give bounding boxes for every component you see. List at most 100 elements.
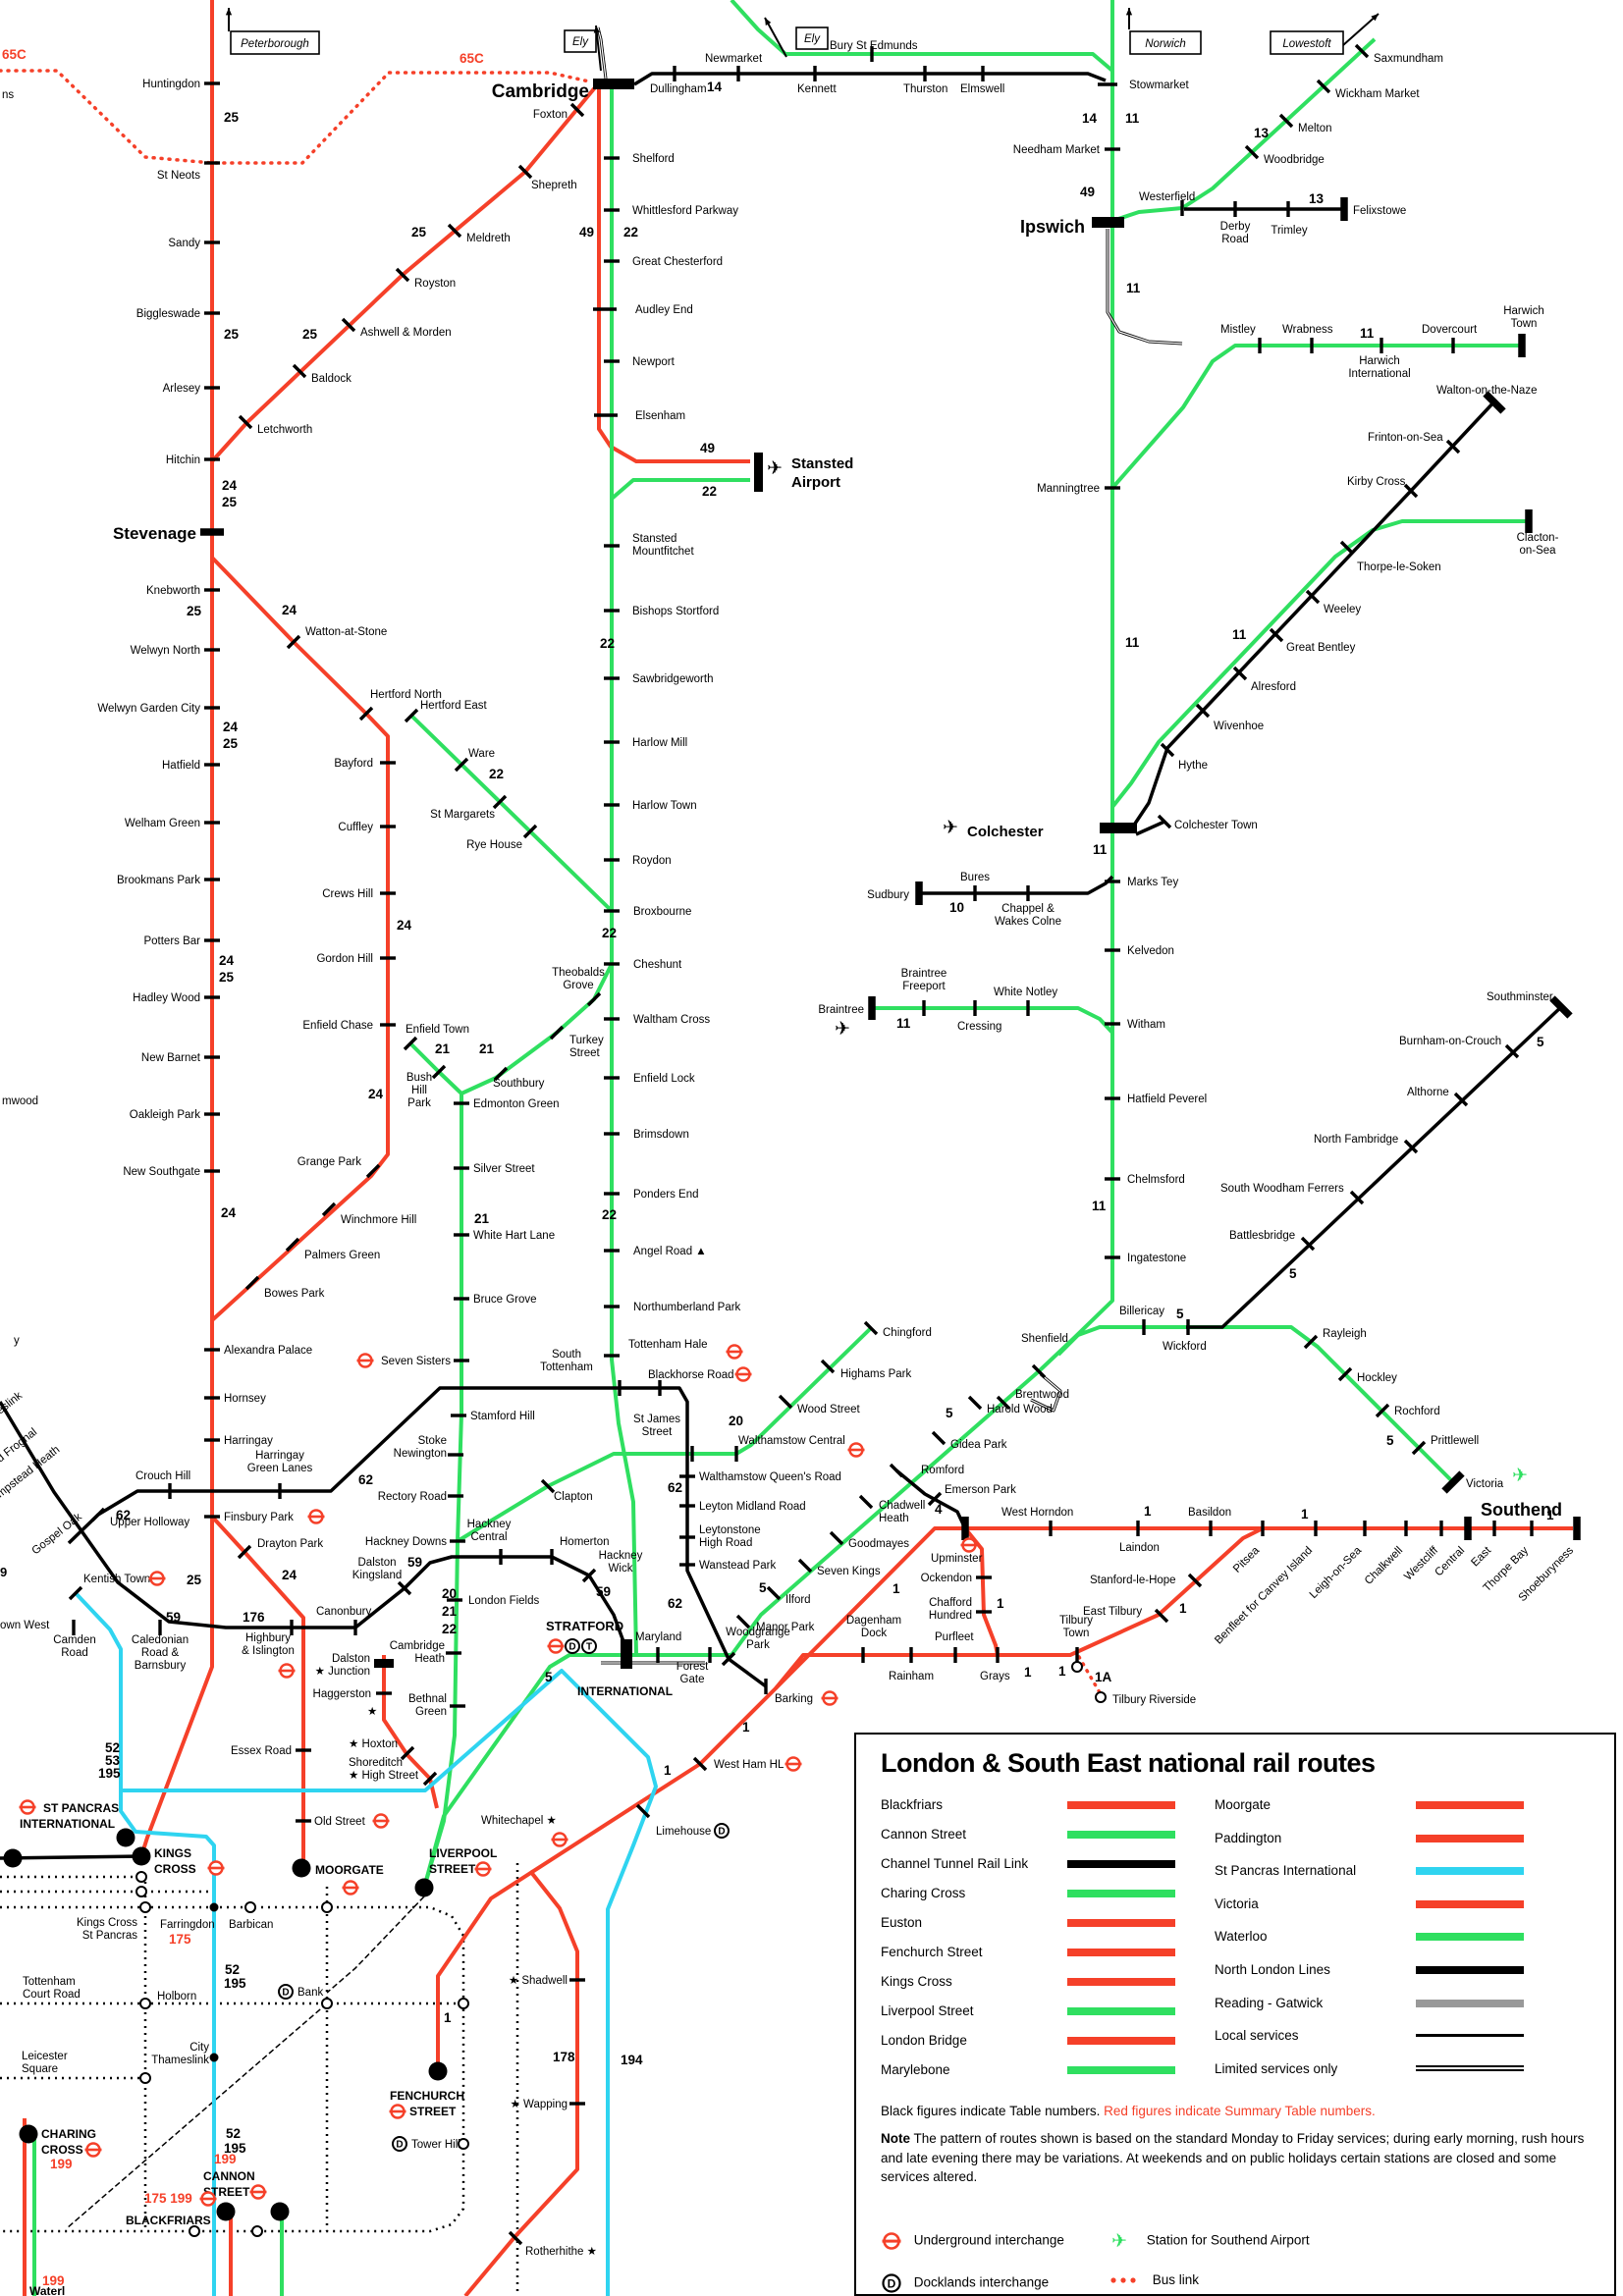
table-number: 25 (222, 495, 238, 509)
station-tick (1441, 1470, 1465, 1494)
station-label: Ware (468, 748, 495, 760)
station-label: Rye House (466, 839, 522, 851)
bus-link-label: Bus link (1152, 2272, 1200, 2287)
station-tick (493, 1066, 509, 1082)
interchange-circle (139, 1998, 151, 2009)
rail-line (919, 875, 1114, 895)
direction-arrow-head (1371, 14, 1379, 22)
station-label: Knebworth (146, 585, 200, 597)
station-label: Hertford North (370, 689, 442, 701)
station-label: Colchester Town (1174, 820, 1258, 831)
station-label: New Barnet (141, 1052, 201, 1064)
station-tick (1411, 1440, 1427, 1456)
station-label: London Fields (468, 1595, 539, 1607)
station-tick (1316, 79, 1331, 94)
station-label: Alexandra Palace (224, 1345, 312, 1357)
terminal-dot (3, 1848, 23, 1868)
station-label: Burnham-on-Crouch (1399, 1036, 1501, 1047)
station-label: Braintree (818, 1004, 864, 1016)
station-tick (1031, 1363, 1047, 1379)
station-label: Felixstowe (1353, 205, 1406, 217)
table-number: 22 (602, 1207, 617, 1222)
destination-box-label: Lowestoft (1282, 38, 1331, 50)
station-tick (927, 1491, 943, 1507)
station-tick (1337, 1366, 1353, 1382)
station-tick (931, 1430, 947, 1446)
map-text: CROSS (154, 1862, 196, 1876)
station-label: Upminster (931, 1553, 983, 1565)
map-text: Colchester (967, 824, 1044, 840)
terminal-bar (621, 1639, 632, 1669)
station-tick (1303, 1334, 1319, 1350)
table-number: 21 (442, 1604, 458, 1619)
rail-line (1110, 519, 1529, 809)
station-label: Harringay (224, 1435, 273, 1447)
legend-item-label: Euston (881, 1915, 923, 1930)
station-label: Hatfield Peverel (1127, 1094, 1207, 1105)
rail-line (210, 84, 598, 463)
table-number: 21 (474, 1211, 490, 1226)
station-tick (858, 1494, 874, 1510)
rail-line (894, 1468, 967, 1529)
legend-item-swatch (1416, 1966, 1524, 1974)
docklands-letter: D (282, 1988, 289, 1999)
legend-item-swatch (1067, 1831, 1175, 1839)
station-label: Kentish Town (83, 1574, 150, 1585)
table-number: 59 (166, 1610, 181, 1625)
station-label: Bowes Park (264, 1288, 325, 1300)
station-label: ★ Hoxton (349, 1738, 398, 1750)
direction-arrow-head (1125, 8, 1133, 16)
legend-item: Moorgate (1215, 1797, 1539, 1813)
table-number: 22 (702, 484, 717, 499)
terminal-bar (754, 453, 763, 492)
table-number: 52 (105, 1740, 120, 1755)
table-number: 1 (997, 1596, 1004, 1611)
station-tick (1504, 1043, 1520, 1059)
legend-item: Charing Cross (881, 1886, 1205, 1901)
station-label: Brentwood (1015, 1389, 1069, 1401)
station-tick (1300, 1236, 1316, 1252)
station-label: South Woodham Ferrers (1220, 1183, 1344, 1195)
table-number: 195 (224, 1976, 246, 1991)
station-label: Maryland (635, 1631, 681, 1643)
station-label: East (1469, 1544, 1493, 1569)
table-number: 11 (1125, 635, 1140, 650)
station-label: Enfield Chase (302, 1020, 373, 1032)
table-number: 175 (169, 1932, 191, 1947)
station-label: Goodmayes (848, 1538, 909, 1550)
rail-line (1186, 1003, 1565, 1329)
station-label: Kirby Cross (1347, 476, 1406, 488)
svg-text:D: D (888, 2277, 896, 2291)
table-number: 22 (489, 767, 504, 781)
underground-roundel-bar (551, 1838, 568, 1842)
station-tick (358, 706, 374, 721)
table-number: 1 (1301, 1507, 1309, 1522)
interchange-circle (458, 2138, 469, 2150)
map-text: KINGS (154, 1846, 191, 1860)
table-number: 11 (1232, 627, 1247, 642)
legend-item-swatch (1067, 1978, 1175, 1986)
station-label: Mistley (1220, 324, 1256, 336)
legend-item-label: North London Lines (1215, 1962, 1330, 1977)
table-number: 11 (896, 1016, 911, 1031)
table-number: 25 (219, 970, 235, 985)
rail-line (774, 1526, 1264, 1690)
table-number: 24 (282, 603, 298, 617)
terminal-dot (428, 2061, 448, 2081)
station-label: Rectory Road (378, 1491, 447, 1503)
station-label: Roydon (632, 855, 672, 867)
station-label: Whittlesford Parkway (632, 205, 738, 217)
station-tick (863, 1320, 879, 1336)
map-text: Southend (1481, 1500, 1562, 1520)
airport-plane-icon: ✈ (1512, 1466, 1528, 1486)
station-label: Ingatestone (1127, 1253, 1186, 1264)
station-label: Sudbury (867, 889, 909, 901)
station-label: Oakleigh Park (130, 1109, 200, 1121)
station-tick (1157, 814, 1172, 829)
station-dot-small (209, 2053, 219, 2062)
underground-roundel-bar (199, 2197, 217, 2201)
